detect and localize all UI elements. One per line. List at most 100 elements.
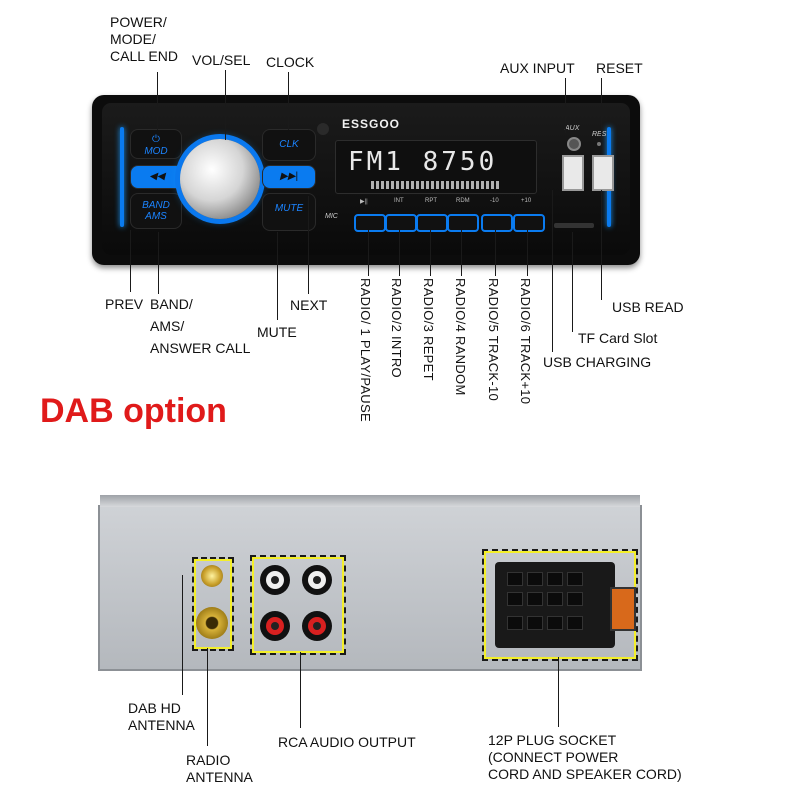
label-line: POWER/ — [110, 14, 167, 30]
leader-line — [565, 78, 566, 133]
socket-pin — [567, 592, 583, 606]
socket-pin — [567, 616, 583, 630]
frequency-readout: FM1 8750 — [348, 147, 498, 177]
label-aux-input: AUX INPUT — [500, 60, 575, 76]
aux-label: AUX — [565, 125, 580, 132]
left-blue-light — [120, 127, 124, 227]
rca-jack-red-right[interactable] — [302, 611, 332, 641]
preset-tag-4: RDM — [456, 198, 470, 204]
label-line: (CONNECT POWER — [488, 749, 619, 765]
socket-pin — [547, 572, 563, 586]
leader-line — [130, 230, 131, 292]
tf-card-slot[interactable] — [554, 223, 594, 228]
label-preset-5: RADIO/5 TRACK-10 — [486, 278, 501, 402]
prev-icon: ◀◀ — [149, 171, 165, 182]
mute-button[interactable]: MUTE — [262, 193, 316, 231]
socket-pin — [547, 616, 563, 630]
leader-line — [368, 230, 369, 276]
label-plug-socket: 12P PLUG SOCKET (CONNECT POWER CORD AND … — [488, 732, 682, 783]
leader-line — [495, 230, 496, 276]
reset-hole[interactable] — [597, 142, 601, 146]
leader-line — [308, 196, 309, 294]
leader-line — [558, 657, 559, 727]
label-line: CORD AND SPEAKER CORD) — [488, 766, 682, 782]
radio-rear-chassis — [98, 495, 642, 671]
label-rca-output: RCA AUDIO OUTPUT — [278, 734, 416, 750]
leader-line — [300, 652, 301, 728]
label-preset-2: RADIO/2 INTRO — [389, 278, 404, 378]
leader-line — [207, 648, 208, 746]
preset-tag-2: INT — [394, 198, 404, 204]
label-line: ANTENNA — [128, 717, 195, 733]
prev-button[interactable]: ◀◀ — [130, 165, 184, 189]
label-line: 12P PLUG SOCKET — [488, 732, 617, 748]
plug-socket-highlight — [482, 549, 638, 661]
mic-label: MIC — [325, 213, 338, 220]
leader-line — [277, 232, 278, 320]
usb-charging-port[interactable] — [562, 155, 584, 191]
label-usb-charging: USB CHARGING — [543, 354, 652, 370]
band-ams-label: BAND AMS — [142, 200, 170, 222]
power-icon: ⏻ — [152, 134, 160, 145]
band-ams-button[interactable]: BAND AMS — [130, 193, 182, 229]
section-title: DAB option — [40, 392, 227, 430]
preset-tag-5: -10 — [490, 198, 499, 204]
lcd-display: FM1 8750 — [335, 140, 537, 194]
label-mute: MUTE — [257, 324, 297, 340]
label-line: RADIO — [186, 752, 231, 768]
label-band: BAND/ AMS/ ANSWER CALL — [150, 296, 250, 357]
preset-button-6[interactable] — [513, 214, 545, 232]
socket-pin — [547, 592, 563, 606]
next-button[interactable]: ▶▶| — [262, 165, 316, 189]
leader-line — [288, 72, 289, 130]
label-line: ANTENNA — [186, 769, 253, 785]
preset-tag-6: +10 — [521, 198, 532, 204]
dab-antenna-connector[interactable] — [201, 565, 223, 587]
label-reset: RESET — [596, 60, 643, 76]
usb-read-port[interactable] — [592, 155, 614, 191]
label-radio-antenna: RADIO ANTENNA — [186, 752, 253, 786]
mod-button[interactable]: ⏻ MOD — [130, 129, 182, 159]
label-next: NEXT — [290, 297, 328, 313]
clk-button[interactable]: CLK — [262, 129, 316, 161]
mod-label: MOD — [144, 146, 168, 157]
preset-button-4[interactable] — [447, 214, 479, 232]
preset-tag-3: RPT — [425, 198, 437, 204]
label-preset-6: RADIO/6 TRACK+10 — [518, 278, 533, 405]
socket-pin — [527, 616, 543, 630]
leader-line — [430, 230, 431, 276]
preset-button-1[interactable] — [354, 214, 386, 232]
next-icon: ▶▶| — [280, 171, 298, 182]
label-line: DAB HD — [128, 700, 181, 716]
leader-line — [601, 78, 602, 133]
leader-line — [157, 72, 158, 130]
leader-line — [182, 575, 183, 695]
res-label: RES — [592, 131, 607, 138]
preset-button-5[interactable] — [481, 214, 513, 232]
leader-line — [572, 232, 573, 332]
leader-line — [552, 190, 553, 352]
preset-tag-1: ▶|| — [360, 199, 368, 205]
brand-logo: ESSGOO — [342, 117, 401, 131]
leader-line — [601, 190, 602, 300]
label-preset-1: RADIO/ 1 PLAY/PAUSE — [358, 278, 373, 422]
leader-line — [527, 230, 528, 276]
rca-jack-white-left[interactable] — [260, 565, 290, 595]
volume-knob[interactable] — [180, 139, 260, 219]
radio-antenna-connector[interactable] — [196, 607, 228, 639]
iso-plug-socket[interactable] — [495, 562, 615, 648]
microphone-icon — [317, 123, 329, 135]
leader-line — [399, 230, 400, 276]
preset-button-3[interactable] — [416, 214, 448, 232]
fuse — [610, 587, 636, 631]
preset-button-2[interactable] — [385, 214, 417, 232]
rca-jack-red-left[interactable] — [260, 611, 290, 641]
label-power-mode: POWER/ MODE/ CALL END — [110, 14, 178, 65]
rca-jack-white-right[interactable] — [302, 565, 332, 595]
socket-pin — [527, 592, 543, 606]
label-usb-read: USB READ — [612, 299, 684, 315]
label-line: MODE/ — [110, 31, 156, 47]
aux-jack[interactable] — [567, 137, 581, 151]
socket-pin — [507, 616, 523, 630]
label-vol-sel: VOL/SEL — [192, 52, 251, 68]
